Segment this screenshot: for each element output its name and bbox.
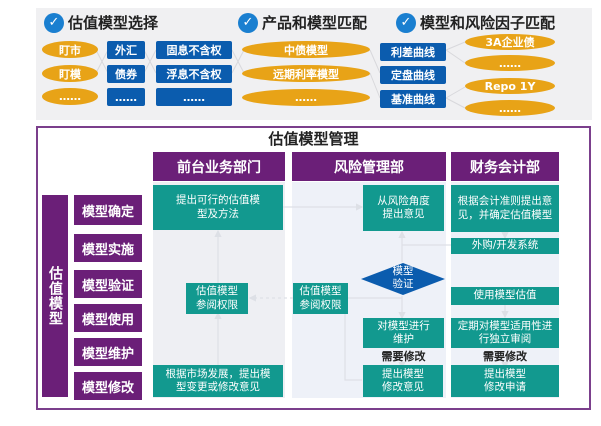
check-circle-icon: ✓ xyxy=(44,12,64,33)
box-propose-modification: 提出模型修改意见 xyxy=(363,365,443,397)
management-title: 估值模型管理 xyxy=(268,130,359,148)
section-title-product-matching: ✓ 产品和模型匹配 xyxy=(238,12,367,33)
box-text: 从风险角度提出意见 xyxy=(377,194,430,220)
box-text: 根据会计准则提出意见，并确定估值模型 xyxy=(457,195,553,221)
section-title-model-selection: ✓ 估值模型选择 xyxy=(44,12,158,33)
stage-model-modify: 模型修改 xyxy=(74,372,142,400)
pill-repo-1y: Repo 1Y xyxy=(465,78,555,94)
box-more: …… xyxy=(156,88,232,106)
box-fixed-rate: 固息不含权 xyxy=(156,41,232,59)
box-benchmark-curve: 基准曲线 xyxy=(380,90,446,108)
box-risk-opinion: 从风险角度提出意见 xyxy=(363,185,444,231)
column-header-risk: 风险管理部 xyxy=(292,152,446,181)
box-independent-review: 定期对模型适用性进行独立审阅 xyxy=(451,318,559,348)
section-title-text: 产品和模型匹配 xyxy=(262,14,368,32)
box-front-access-rights: 估值模型参阅权限 xyxy=(186,283,248,314)
stage-model-use: 模型使用 xyxy=(74,304,142,332)
box-use-model-valuation: 使用模型估值 xyxy=(451,287,559,305)
box-floating-rate: 浮息不含权 xyxy=(156,65,232,83)
box-bond: 债券 xyxy=(107,65,145,83)
note-need-modify-risk: 需要修改 xyxy=(381,350,426,363)
box-text: 估值模型参阅权限 xyxy=(299,285,342,311)
box-maintain-model: 对模型进行维护 xyxy=(363,318,444,348)
section-title-text: 估值模型选择 xyxy=(68,14,159,32)
section-title-text: 模型和风险因子匹配 xyxy=(420,14,556,32)
box-fixing-curve: 定盘曲线 xyxy=(380,66,446,84)
box-text: 提出可行的估值模型及方法 xyxy=(176,194,260,220)
box-fx: 外汇 xyxy=(107,41,145,59)
column-header-finance: 财务会计部 xyxy=(451,152,559,181)
pill-forward-rate-model: 远期利率模型 xyxy=(242,65,370,82)
box-more: …… xyxy=(107,88,145,106)
column-header-front-office: 前台业务部门 xyxy=(153,152,285,181)
box-text: 提出模型修改意见 xyxy=(382,367,424,393)
box-risk-access-rights: 估值模型参阅权限 xyxy=(293,283,348,314)
note-need-modify-finance: 需要修改 xyxy=(483,350,527,363)
box-accounting-confirm: 根据会计准则提出意见，并确定估值模型 xyxy=(451,185,559,232)
pill-mark-to-model: 盯模 xyxy=(42,65,98,82)
stage-model-maintain: 模型维护 xyxy=(74,338,142,366)
pill-3a-corporate-bond: 3A企业债 xyxy=(465,34,555,50)
diamond-model-validation xyxy=(361,263,445,295)
pill-chinabond-model: 中债模型 xyxy=(242,41,370,58)
box-text: 估值模型参阅权限 xyxy=(196,285,238,311)
check-circle-icon: ✓ xyxy=(238,12,258,33)
stage-model-implement: 模型实施 xyxy=(74,234,142,262)
stage-model-validate: 模型验证 xyxy=(74,270,142,298)
pill-more: …… xyxy=(42,88,98,105)
pill-more: …… xyxy=(242,89,370,106)
box-purchase-develop-system: 外购/开发系统 xyxy=(451,238,559,254)
pill-more: …… xyxy=(465,100,555,116)
box-text: 提出模型修改申请 xyxy=(484,367,526,393)
side-label-valuation-model: 估值模型 xyxy=(42,195,68,397)
stage-model-confirm: 模型确定 xyxy=(74,195,142,225)
box-text: 根据市场发展，提出模型变更或修改意见 xyxy=(165,367,271,393)
box-market-feedback: 根据市场发展，提出模型变更或修改意见 xyxy=(153,365,283,397)
diamond-label: 模型验证 xyxy=(392,265,414,290)
box-text: 定期对模型适用性进行独立审阅 xyxy=(457,319,553,345)
box-request-modification: 提出模型修改申请 xyxy=(451,365,559,397)
section-title-risk-factor-matching: ✓ 模型和风险因子匹配 xyxy=(396,12,555,33)
box-propose-model: 提出可行的估值模型及方法 xyxy=(153,185,283,230)
pill-more: …… xyxy=(465,55,555,71)
pill-mark-to-market: 盯市 xyxy=(42,41,98,58)
box-text: 对模型进行维护 xyxy=(377,319,430,345)
check-circle-icon: ✓ xyxy=(396,12,416,33)
box-spread-curve: 利差曲线 xyxy=(380,43,446,61)
